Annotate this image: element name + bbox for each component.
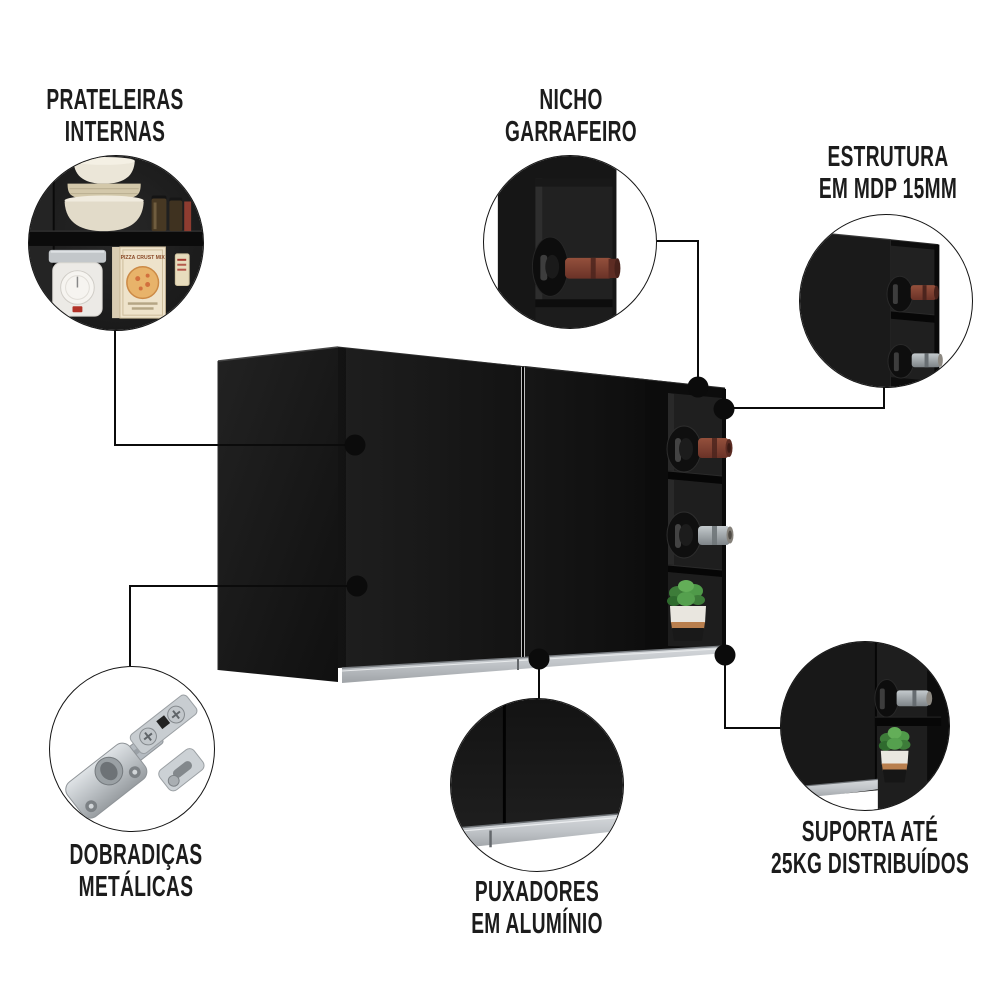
label-handles-line1: PUXADORES <box>474 876 600 908</box>
label-shelves: PRATELEIRAS INTERNAS <box>46 84 183 148</box>
front-top-edge <box>337 346 726 389</box>
connector-line-capacity <box>724 655 781 729</box>
label-handles-line2: EM ALUMÍNIO <box>471 908 603 940</box>
succulent-closeup <box>878 726 911 751</box>
bottle-bottom-closeup <box>887 344 943 379</box>
cabinet-door-left <box>338 347 521 668</box>
connector-dot-shelves <box>344 434 366 456</box>
label-structure-line2: EM MDP 15MM <box>818 173 958 205</box>
label-capacity-line2: 25KG DISTRIBUÍDOS <box>770 848 970 880</box>
shelves-detail-image: PIZZA CRUST MIX <box>29 156 203 330</box>
label-structure: ESTRUTURA EM MDP 15MM <box>819 141 957 205</box>
label-niche-line1: NICHO <box>539 84 603 116</box>
cabinet-door-right <box>525 366 645 657</box>
hinge-illustration <box>65 694 205 819</box>
connector-line-shelves <box>114 330 355 446</box>
bottle-neck-closeup <box>874 679 933 718</box>
strip-corner-closeup <box>786 778 878 810</box>
label-niche: NICHO GARRAFEIRO <box>505 84 637 148</box>
hinge-mounting-plate <box>129 694 198 755</box>
recipe-card <box>174 253 190 287</box>
connector-line-niche <box>657 240 699 387</box>
shelf-edge-highlight <box>667 470 723 477</box>
wine-bottle-middle <box>666 511 734 559</box>
label-hinges-line1: DOBRADIÇAS <box>69 839 203 871</box>
succulent-plant <box>667 580 705 606</box>
niche-detail-circle <box>483 155 657 329</box>
connector-dots <box>344 376 736 670</box>
connector-dot-capacity <box>714 644 736 666</box>
wine-niche-column <box>645 379 734 652</box>
label-structure-line1: ESTRUTURA <box>827 141 949 173</box>
hinges-detail-circle <box>49 666 215 832</box>
label-capacity-line1: SUPORTA ATÉ <box>801 816 939 848</box>
niche-shelf-upper <box>668 471 722 484</box>
niche-shelf-lower <box>668 565 722 577</box>
connector-dot-structure <box>713 398 735 420</box>
door-left-edge-shadow <box>338 347 346 668</box>
label-handles: PUXADORES EM ALUMÍNIO <box>471 876 603 940</box>
connector-dot-hinges <box>346 575 368 597</box>
niche-right-wall <box>722 388 726 652</box>
label-shelves-line2: INTERNAS <box>64 116 166 148</box>
connector-lines <box>114 240 885 729</box>
connector-line-structure <box>724 387 885 409</box>
hinge-cup-plate <box>65 742 148 819</box>
cabinet-top-edge-highlight <box>217 346 339 362</box>
shelves-detail-circle: PIZZA CRUST MIX <box>28 155 204 331</box>
label-hinges-line2: METÁLICAS <box>78 871 194 903</box>
connector-line-hinges <box>129 585 357 666</box>
label-niche-line2: GARRAFEIRO <box>505 116 637 148</box>
label-capacity: SUPORTA ATÉ 25KG DISTRIBUÍDOS <box>771 816 969 880</box>
pizza-box: PIZZA CRUST MIX <box>112 246 166 319</box>
kitchen-scale <box>48 249 107 317</box>
handles-detail-image <box>451 699 623 850</box>
spice-jars <box>151 195 192 232</box>
structure-detail-circle <box>799 214 973 388</box>
plant-pot <box>670 606 706 641</box>
niche-detail-image <box>497 156 621 328</box>
hinge-wing-plate <box>158 748 205 792</box>
label-shelves-line1: PRATELEIRAS <box>46 84 184 116</box>
pot-closeup <box>880 750 909 783</box>
wine-bottle-top <box>666 425 733 473</box>
structure-detail-image <box>800 230 943 387</box>
connector-dot-handles <box>528 648 550 670</box>
wine-bottle-closeup <box>531 236 621 297</box>
connector-dot-niche <box>687 376 709 398</box>
label-hinges: DOBRADIÇAS METÁLICAS <box>69 839 202 903</box>
bottle-top-closeup <box>886 275 939 313</box>
shelf-edge-highlight-2 <box>667 564 723 571</box>
capacity-detail-image <box>781 642 949 810</box>
handle-strip-closeup <box>451 812 623 850</box>
cabinet-left-side-panel <box>218 347 338 682</box>
bowl-stack <box>64 156 144 232</box>
handles-detail-circle <box>450 698 624 872</box>
capacity-detail-circle <box>780 641 950 811</box>
pizza-box-label: PIZZA CRUST MIX <box>121 255 166 261</box>
